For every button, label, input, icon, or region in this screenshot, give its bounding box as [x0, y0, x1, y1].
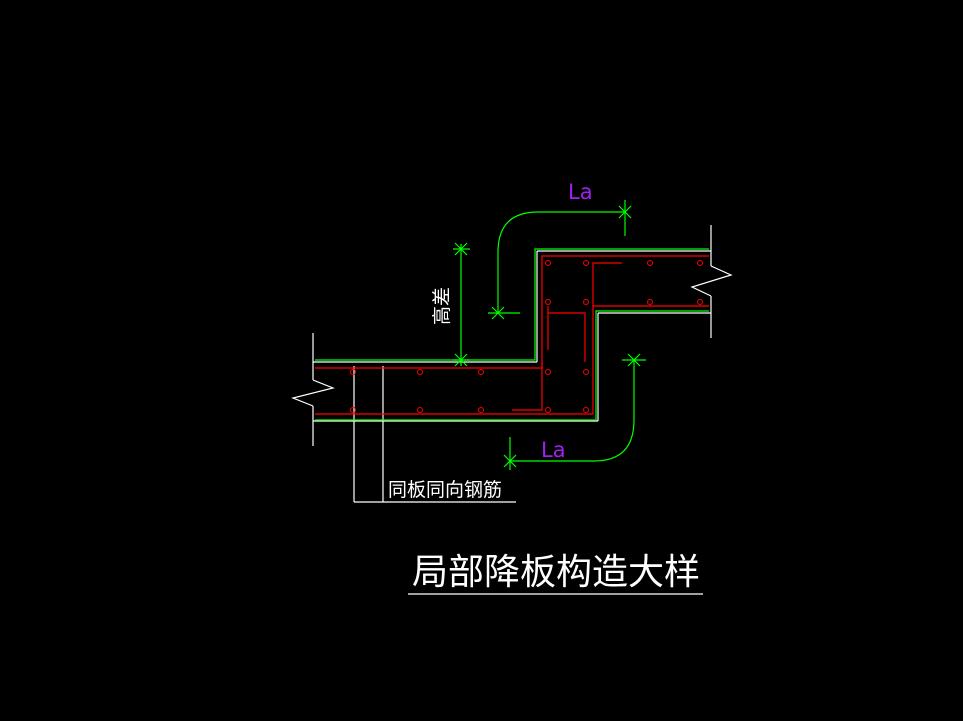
bottom-face-line — [315, 310, 709, 421]
rebar-dot — [697, 299, 703, 305]
anchor-length-label-top: La — [568, 180, 593, 204]
rebar-dot — [545, 260, 551, 266]
rebar-lines — [315, 255, 709, 415]
slab-outline — [291, 225, 733, 595]
rebar-dot — [583, 369, 589, 375]
anchor-top-curve — [497, 211, 625, 313]
rebar-dot — [545, 299, 551, 305]
height-difference-label: 高差 — [431, 287, 453, 325]
rebar-dot — [583, 260, 589, 266]
rebar-dot — [647, 299, 653, 305]
rebar-lower-bottom — [315, 305, 709, 415]
rebar-upper-top — [315, 255, 709, 369]
rebar-dot — [350, 407, 356, 413]
anchor-length-label-bottom: La — [541, 438, 566, 462]
rebar-dots — [350, 260, 703, 413]
drawing-title: 局部降板构造大样 — [412, 552, 700, 593]
rebar-dot — [647, 260, 653, 266]
anchor-bottom-curve — [510, 360, 635, 462]
height-dim-tick-top-x2 — [454, 242, 468, 256]
rebar-anchor-1 — [592, 262, 622, 306]
same-direction-rebar-note: 同板同向钢筋 — [388, 479, 502, 501]
rebar-dot — [417, 369, 423, 375]
rebar-dot — [478, 369, 484, 375]
rebar-dot — [583, 299, 589, 305]
rebar-dot — [350, 369, 356, 375]
right-break-symbol — [690, 265, 733, 297]
rebar-dot — [545, 407, 551, 413]
left-break-symbol — [291, 379, 335, 407]
rebar-anchor-4 — [512, 362, 543, 411]
rebar-dot — [583, 407, 589, 413]
rebar-dot — [417, 407, 423, 413]
rebar-dot — [478, 407, 484, 413]
dimension-lines — [453, 200, 646, 470]
slab-face-lines — [315, 248, 709, 421]
top-face-line — [315, 248, 709, 361]
rebar-anchor-3 — [548, 312, 586, 362]
rebar-dot — [545, 369, 551, 375]
rebar-dot — [697, 260, 703, 266]
